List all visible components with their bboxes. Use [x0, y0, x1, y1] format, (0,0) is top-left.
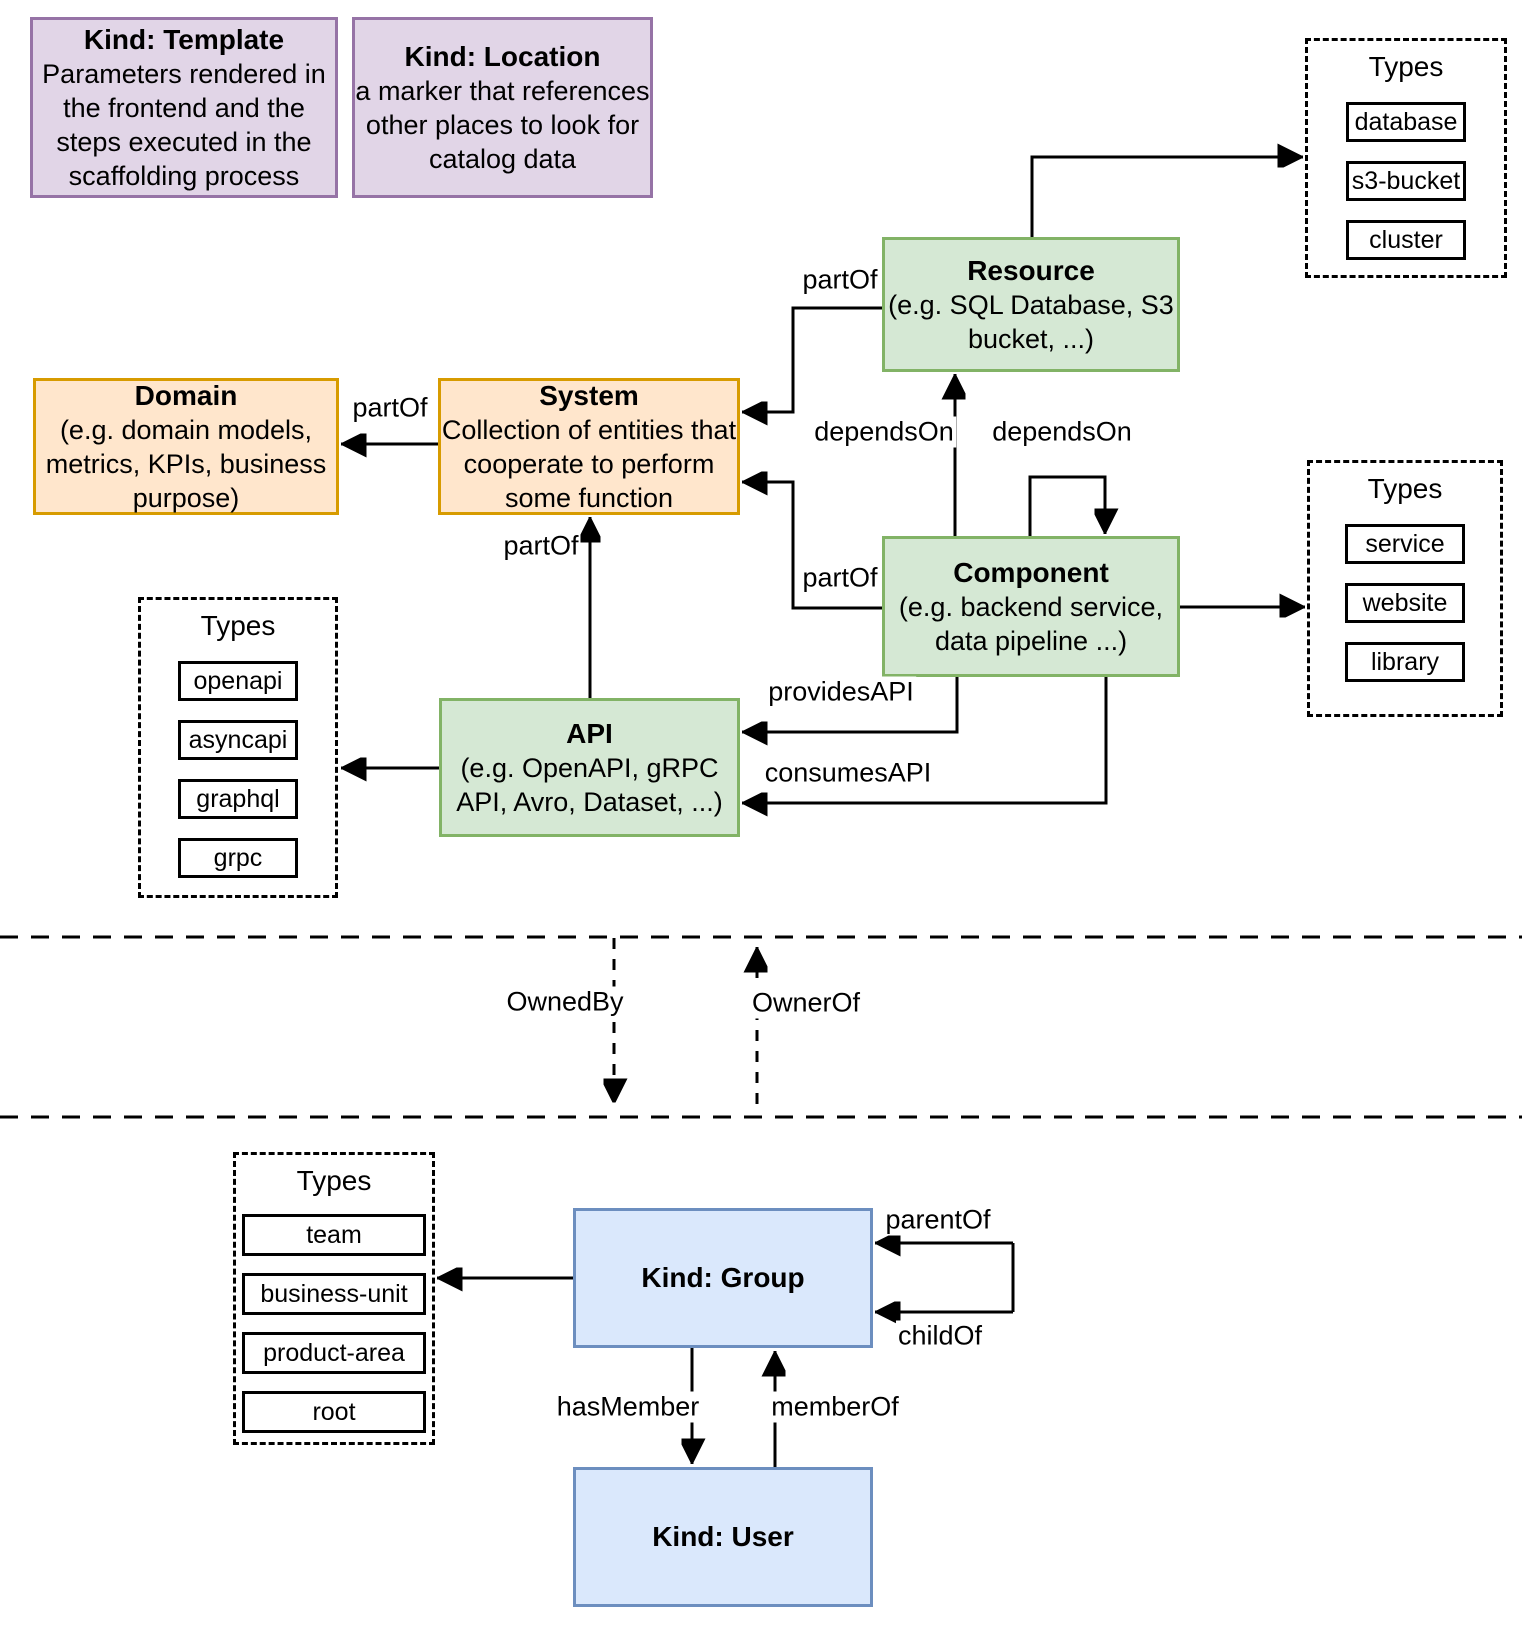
node-description: (e.g. OpenAPI, gRPC API, Avro, Dataset, … [456, 752, 723, 817]
edge-consumesapi [742, 677, 1108, 803]
edge-partof-resource [742, 306, 882, 412]
edge-label-partof-api: partOf [501, 530, 581, 562]
node-domain: Domain (e.g. domain models, metrics, KPI… [33, 378, 339, 515]
panel-group-types: Types team business-unit product-area ro… [233, 1152, 435, 1445]
edge-resource-types [1030, 157, 1303, 237]
type-item-asyncapi: asyncapi [178, 720, 298, 760]
edge-label-parentof: parentOf [883, 1204, 993, 1236]
panel-title: Types [200, 610, 276, 641]
node-title: Kind: Location [404, 40, 601, 72]
node-description: Collection of entities that cooperate to… [441, 414, 737, 513]
edge-label-partof-resource: partOf [800, 264, 880, 296]
panel-resource-types: Types database s3-bucket cluster [1305, 38, 1507, 278]
type-item-team: team [242, 1214, 426, 1256]
node-resource: Resource (e.g. SQL Database, S3 bucket, … [882, 237, 1180, 372]
node-description: Parameters rendered in the frontend and … [42, 58, 326, 191]
edge-partof-component [742, 482, 882, 610]
type-item-business-unit: business-unit [242, 1273, 426, 1315]
node-component: Component (e.g. backend service, data pi… [882, 536, 1180, 677]
node-title: Kind: Template [83, 23, 285, 55]
edge-label-memberof: memberOf [769, 1391, 901, 1423]
type-item-s3-bucket: s3-bucket [1346, 161, 1466, 201]
edge-label-childof: childOf [895, 1320, 985, 1352]
node-kind-user: Kind: User [573, 1467, 873, 1607]
node-title: Domain [134, 379, 238, 411]
node-api: API (e.g. OpenAPI, gRPC API, Avro, Datas… [439, 698, 740, 837]
node-title: Component [953, 556, 1109, 588]
node-kind-template: Kind: Template Parameters rendered in th… [30, 17, 338, 198]
node-title: Resource [967, 254, 1095, 286]
type-item-library: library [1345, 642, 1465, 682]
edge-label-consumesapi: consumesAPI [762, 757, 934, 789]
type-item-openapi: openapi [178, 661, 298, 701]
edge-label-ownedby: OwnedBy [504, 986, 626, 1018]
type-item-cluster: cluster [1346, 220, 1466, 260]
type-item-graphql: graphql [178, 779, 298, 819]
edge-label-ownerof: OwnerOf [749, 987, 863, 1019]
type-item-grpc: grpc [178, 838, 298, 878]
edge-label-dependson-self: dependsOn [990, 416, 1134, 448]
edge-label-providesapi: providesAPI [766, 676, 916, 708]
node-kind-group: Kind: Group [573, 1208, 873, 1348]
type-item-root: root [242, 1391, 426, 1433]
panel-title: Types [1367, 473, 1443, 504]
node-description: (e.g. backend service, data pipeline ...… [898, 591, 1164, 656]
node-description: a marker that references other places to… [355, 75, 650, 174]
type-item-service: service [1345, 524, 1465, 564]
panel-title: Types [296, 1165, 372, 1196]
type-item-database: database [1346, 102, 1466, 142]
edge-dependson-self [1028, 475, 1105, 536]
panel-api-types: Types openapi asyncapi graphql grpc [138, 597, 338, 898]
node-description: (e.g. SQL Database, S3 bucket, ...) [888, 289, 1174, 354]
node-title: System [539, 379, 639, 411]
node-system: System Collection of entities that coope… [438, 378, 740, 515]
edge-providesapi [742, 677, 959, 732]
node-title: Kind: Group [641, 1262, 805, 1293]
type-item-website: website [1345, 583, 1465, 623]
edge-label-partof-component: partOf [800, 562, 880, 594]
edge-label-partof-domain: partOf [350, 392, 430, 424]
node-kind-location: Kind: Location a marker that references … [352, 17, 653, 198]
panel-title: Types [1368, 51, 1444, 82]
node-title: Kind: User [652, 1521, 794, 1552]
edge-label-dependson-resource: dependsOn [812, 416, 956, 448]
node-description: (e.g. domain models, metrics, KPIs, busi… [45, 414, 327, 513]
type-item-product-area: product-area [242, 1332, 426, 1374]
node-title: API [566, 717, 613, 749]
edge-label-hasmember: hasMember [554, 1391, 702, 1423]
panel-component-types: Types service website library [1307, 460, 1503, 717]
